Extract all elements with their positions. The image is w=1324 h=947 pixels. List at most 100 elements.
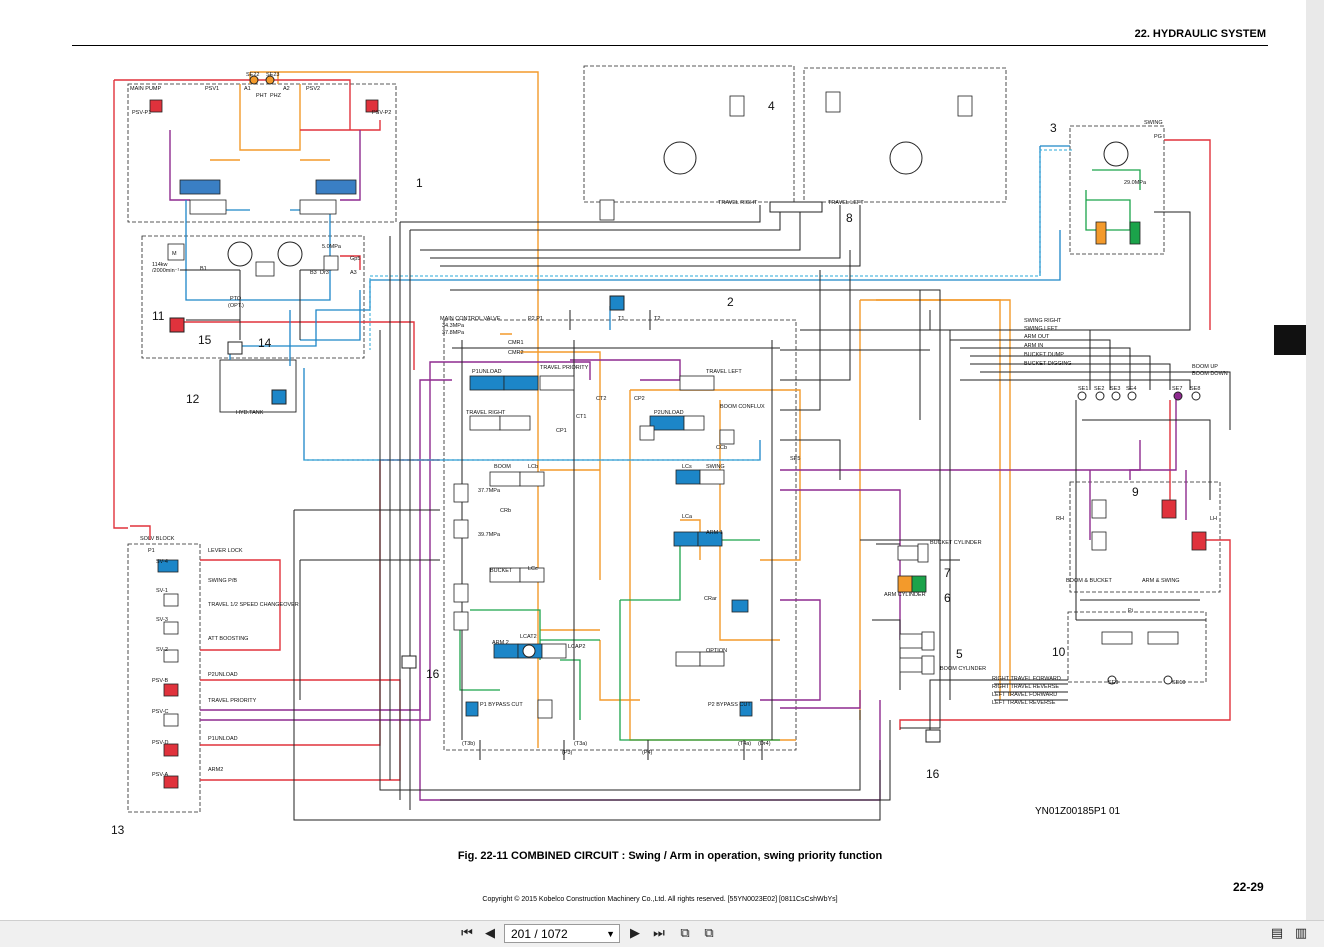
header-rule — [72, 45, 1268, 46]
callout-5: 5 — [956, 647, 963, 661]
page-number-value: 201 / 1072 — [511, 927, 568, 941]
label-engine-kw: 114kw — [152, 262, 168, 268]
hyd-tank — [219, 359, 297, 413]
label-arm-cylinder: ARM CYLINDER — [884, 592, 926, 598]
label-se23: SE23 — [266, 72, 279, 78]
callout-14: 14 — [258, 336, 272, 350]
hydraulic-circuit-diagram: MAIN PUMP PSV1 PSV2 PSV-P1 PSV-P2 SE22 S… — [111, 65, 1231, 837]
label-se3: SE3 — [1110, 386, 1120, 392]
label-att-boosting: ATT BOOSTING — [208, 636, 248, 642]
label-29mpa: 29.0MPa — [1124, 180, 1147, 186]
label-a2: A2 — [283, 86, 290, 92]
label-se2: SE2 — [1094, 386, 1104, 392]
callout-13: 13 — [111, 823, 125, 837]
label-crar: CRar — [704, 596, 717, 602]
label-psv1: PSV1 — [205, 86, 219, 92]
label-swing-right: SWING RIGHT — [1024, 318, 1062, 324]
label-se8: SE8 — [1190, 386, 1200, 392]
label-arm-out: ARM OUT — [1024, 334, 1050, 340]
label-bucket-spool: BUCKET — [490, 568, 513, 574]
scrollbar-thumb[interactable] — [1274, 325, 1306, 355]
label-lca: LCa — [682, 514, 693, 520]
callout-8: 8 — [846, 211, 853, 225]
callout-4: 4 — [768, 99, 775, 113]
label-engine-rpm: /2000min⁻¹ — [152, 268, 180, 274]
prev-page-icon[interactable]: ◀ — [485, 926, 495, 941]
callout-16-right: 16 — [926, 767, 940, 781]
first-page-icon[interactable]: ⏮ — [461, 926, 473, 941]
label-left-travel-forward: LEFT TRAVEL FORWARD — [992, 692, 1057, 698]
label-bucket-cylinder: BUCKET CYLINDER — [930, 540, 982, 546]
label-lcb: LCb — [528, 464, 538, 470]
label-sv1: SV-1 — [156, 588, 168, 594]
swing-motor-frame — [1069, 125, 1165, 255]
label-travel-right: TRAVEL RIGHT — [718, 200, 758, 206]
label-lcat2: LCAT2 — [520, 634, 537, 640]
label-left-travel-reverse: LEFT TRAVEL REVERSE — [992, 700, 1056, 706]
label-crb: CRb — [500, 508, 511, 514]
engine-frame — [141, 235, 365, 359]
chevron-down-icon[interactable]: ▼ — [606, 929, 615, 939]
label-cmr1: CMR1 — [508, 340, 524, 346]
label-travel-left: TRAVEL LEFT — [828, 200, 864, 206]
label-arm2: ARM 2 — [492, 640, 509, 646]
copy-page-icon[interactable]: ⧉ — [680, 926, 690, 941]
label-motor-m: M — [172, 251, 177, 257]
label-psv2: PSV2 — [306, 86, 320, 92]
label-arm1: ARM 1 — [706, 530, 723, 536]
label-hyd-tank: HYD.TANK — [236, 410, 264, 416]
callout-9: 9 — [1132, 485, 1139, 499]
callout-2: 2 — [727, 295, 734, 309]
label-lcap2: LCAP2 — [568, 644, 585, 650]
copyright-notice: Copyright © 2015 Kobelco Construction Ma… — [482, 896, 838, 903]
single-page-view-icon[interactable]: ▤ — [1270, 926, 1284, 941]
label-ct2: CT2 — [596, 396, 606, 402]
label-travel-priority: TRAVEL PRIORITY — [540, 365, 589, 371]
diagram-labels: MAIN PUMP PSV1 PSV2 PSV-P1 PSV-P2 SE22 S… — [130, 72, 1228, 778]
label-arm-in: ARM IN — [1024, 343, 1043, 349]
label-pto: PTO — [230, 296, 242, 302]
label-37-8mpa: 37.8MPa — [442, 330, 465, 336]
label-boom-cylinder: BOOM CYLINDER — [940, 666, 986, 672]
label-se1: SE1 — [1078, 386, 1088, 392]
label-bucket-dump: BUCKET DUMP — [1024, 352, 1064, 358]
label-travel-priority-solv: TRAVEL PRIORITY — [208, 698, 257, 704]
two-page-view-icon[interactable]: ▥ — [1294, 926, 1308, 941]
label-swing-spool: SWING — [706, 464, 725, 470]
label-lcs: LCs — [682, 464, 692, 470]
callout-6: 6 — [944, 591, 951, 605]
label-se4: SE4 — [1126, 386, 1136, 392]
vertical-scrollbar[interactable] — [1306, 0, 1324, 920]
label-5mpa: 5.0MPa — [322, 244, 342, 250]
label-lh: LH — [1210, 516, 1217, 522]
label-lcc: LCc — [528, 566, 538, 572]
next-page-icon[interactable]: ▶ — [630, 926, 640, 941]
export-page-icon[interactable]: ⧉ — [704, 926, 714, 941]
label-arm-swing: ARM & SWING — [1142, 578, 1180, 584]
solv-block-frame — [127, 543, 201, 813]
label-p3: (P3) — [562, 750, 573, 756]
last-page-icon[interactable]: ⏭ — [653, 926, 665, 941]
page-number-input[interactable]: 201 / 1072 ▼ — [504, 924, 620, 943]
label-pi: Pi — [1128, 608, 1133, 614]
travel-pilot-frame — [1067, 611, 1207, 683]
label-se10: SE10 — [1172, 680, 1185, 686]
label-p1unload-solv: P1UNLOAD — [208, 736, 238, 742]
label-p2unload: P2UNLOAD — [654, 410, 684, 416]
label-sv4: SV-4 — [156, 559, 168, 565]
label-psvd: PSV-D — [152, 740, 169, 746]
viewer-toolbar: ⏮ ◀ 201 / 1072 ▼ ▶ ⏭ ⧉ ⧉ ▤ ▥ — [0, 920, 1324, 947]
label-travel-left-spool: TRAVEL LEFT — [706, 369, 742, 375]
label-p1: P1 — [148, 548, 155, 554]
callout-3: 3 — [1050, 121, 1057, 135]
label-dr3: Dr3 — [320, 270, 329, 276]
callout-12: 12 — [186, 392, 200, 406]
spool-symbols — [149, 91, 1207, 789]
pilot-valve-lh-rh-frame — [1069, 481, 1221, 593]
label-main-control-valve: MAIN CONTROL VALVE — [440, 316, 501, 322]
label-pg: PG — [1154, 134, 1162, 140]
main-pump-frame — [127, 83, 397, 223]
label-a1: A1 — [244, 86, 251, 92]
label-se9: SE9 — [1108, 680, 1118, 686]
label-rh: RH — [1056, 516, 1064, 522]
